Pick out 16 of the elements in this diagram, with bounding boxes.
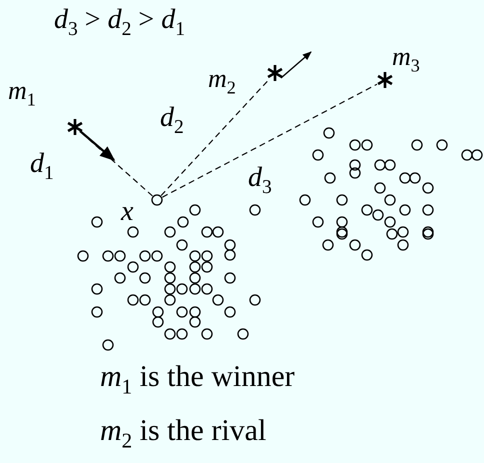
note-text: m$_{2}$ is the rival <box>100 416 266 452</box>
point-label: m$_{1}$ <box>8 78 36 109</box>
point-label: m$_{2}$ <box>208 66 236 97</box>
point-label: m$_{3}$ <box>392 44 420 75</box>
edge-label: d$_{1}$ <box>30 150 54 184</box>
dashed-line <box>162 84 378 198</box>
prototype-star-icon <box>376 70 394 90</box>
point-label: x <box>121 198 134 226</box>
inequality-text: d$_{3}$ > d$_{2}$ > d$_{1}$ <box>54 6 185 40</box>
dashed-line <box>160 79 270 196</box>
prototype-star-icon <box>266 64 284 82</box>
prototype-star-icon <box>66 118 84 136</box>
note-text: m$_{1}$ is the winner <box>100 362 295 398</box>
edge-label: d$_{3}$ <box>248 164 272 198</box>
edge-label: d$_{2}$ <box>160 104 184 138</box>
data-point <box>151 194 163 206</box>
